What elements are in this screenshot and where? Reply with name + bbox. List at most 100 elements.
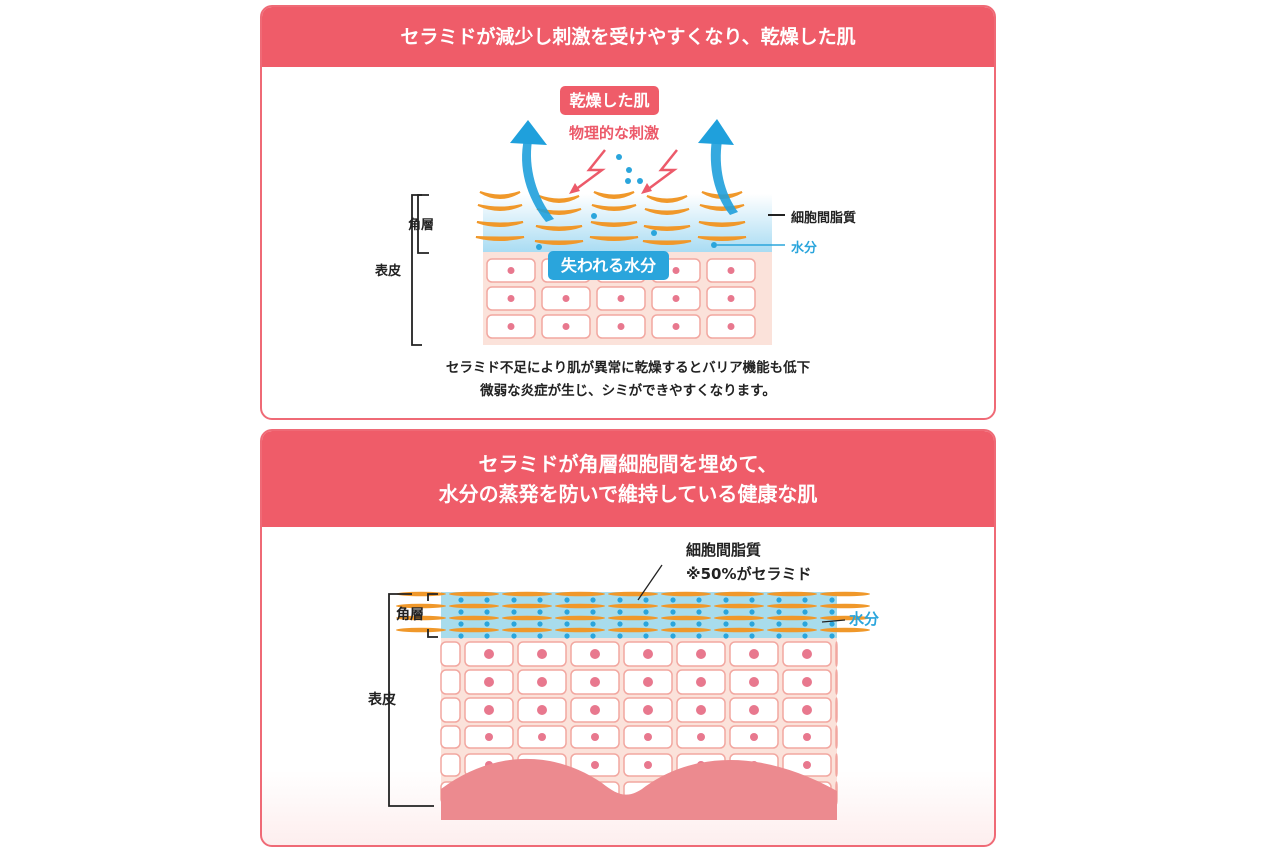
water-dot	[590, 621, 596, 627]
lipid	[396, 627, 446, 633]
water-dot	[617, 633, 623, 639]
healthy-skin-diagram	[388, 564, 870, 820]
nucleus	[537, 705, 547, 715]
nucleus	[749, 677, 759, 687]
lipid	[555, 603, 605, 609]
water-dot	[670, 621, 676, 627]
water-dot	[749, 597, 755, 603]
lipid	[479, 191, 521, 199]
nucleus	[802, 677, 812, 687]
lipid	[396, 591, 446, 597]
lipid	[642, 240, 692, 245]
water-dot	[617, 609, 623, 615]
water-dot	[643, 633, 649, 639]
healthy-skin-panel: セラミドが角層細胞間を埋めて、 水分の蒸発を防いで維持している健康な肌 細胞間脂…	[260, 429, 996, 847]
nucleus	[696, 677, 706, 687]
nucleus	[803, 761, 811, 769]
lipid	[820, 615, 870, 621]
water-dot	[723, 609, 729, 615]
lipid	[714, 627, 764, 633]
cell	[835, 641, 838, 667]
water-dot	[458, 621, 464, 627]
lipid	[608, 627, 658, 633]
lipid	[661, 627, 711, 633]
lipid	[661, 591, 711, 597]
lipid	[698, 221, 746, 227]
lipid	[608, 603, 658, 609]
nucleus	[591, 761, 599, 769]
nucleus	[617, 323, 625, 330]
lipid	[449, 591, 499, 597]
water-dot	[458, 609, 464, 615]
nucleus	[727, 267, 735, 274]
water-dot	[484, 621, 490, 627]
nucleus	[672, 267, 680, 274]
lipid	[502, 603, 552, 609]
water-dot	[802, 597, 808, 603]
dermis	[441, 758, 837, 820]
water-dot	[537, 597, 543, 603]
nucleus	[484, 677, 494, 687]
lipid	[589, 236, 639, 241]
cell	[835, 669, 838, 695]
water-dot	[749, 609, 755, 615]
horny-bracket	[427, 593, 438, 638]
water-dot	[537, 633, 543, 639]
water-dot	[643, 621, 649, 627]
nucleus	[644, 733, 652, 741]
lipid	[767, 627, 817, 633]
nucleus	[591, 733, 599, 741]
nucleus	[672, 323, 680, 330]
water-dot	[458, 597, 464, 603]
water-dot	[723, 633, 729, 639]
lipid	[502, 615, 552, 621]
nucleus	[750, 733, 758, 741]
lipid	[477, 204, 523, 211]
epidermis-bracket	[388, 593, 434, 807]
lipid	[555, 615, 605, 621]
nucleus	[562, 295, 570, 302]
lipid	[820, 591, 870, 597]
lipid	[646, 195, 688, 203]
water-dot	[484, 597, 490, 603]
lipid	[591, 204, 637, 211]
lipid	[661, 615, 711, 621]
lipid	[555, 591, 605, 597]
water-dot	[643, 609, 649, 615]
water-dot	[590, 609, 596, 615]
water-lost-tag: 失われる水分	[548, 251, 669, 280]
lipid	[820, 627, 870, 633]
epidermis-label: 表皮	[368, 692, 396, 708]
lipid	[697, 236, 747, 241]
nucleus	[672, 295, 680, 302]
water-dot	[776, 597, 782, 603]
evaporation-arrow-left-icon	[510, 120, 554, 222]
panel-title-line-1: セラミドが角層細胞間を埋めて、	[478, 452, 778, 476]
water-dot	[696, 621, 702, 627]
nucleus	[643, 677, 653, 687]
cell	[440, 753, 461, 777]
evaporation-arrow-right-icon	[698, 119, 738, 215]
nucleus	[644, 761, 652, 769]
nucleus	[537, 649, 547, 659]
water-dot	[458, 633, 464, 639]
lipid	[449, 627, 499, 633]
lipid	[396, 615, 446, 621]
lightning-left-icon	[574, 149, 606, 192]
water-dot	[511, 609, 517, 615]
panel-title: セラミドが減少し刺激を受けやすくなり、乾燥した肌	[262, 7, 994, 67]
water-dot	[643, 597, 649, 603]
nucleus	[696, 649, 706, 659]
panel-title: セラミドが角層細胞間を埋めて、 水分の蒸発を防いで維持している健康な肌	[262, 431, 994, 527]
water-dot	[670, 609, 676, 615]
lipid-note: ※50%がセラミド	[686, 565, 812, 583]
lipid	[644, 208, 690, 215]
lightning-right-icon	[646, 149, 678, 192]
nucleus	[727, 323, 735, 330]
lipid	[555, 627, 605, 633]
cell	[835, 725, 838, 749]
nucleus	[507, 323, 515, 330]
nucleus	[643, 649, 653, 659]
water-dot	[564, 621, 570, 627]
water-dot	[511, 633, 517, 639]
